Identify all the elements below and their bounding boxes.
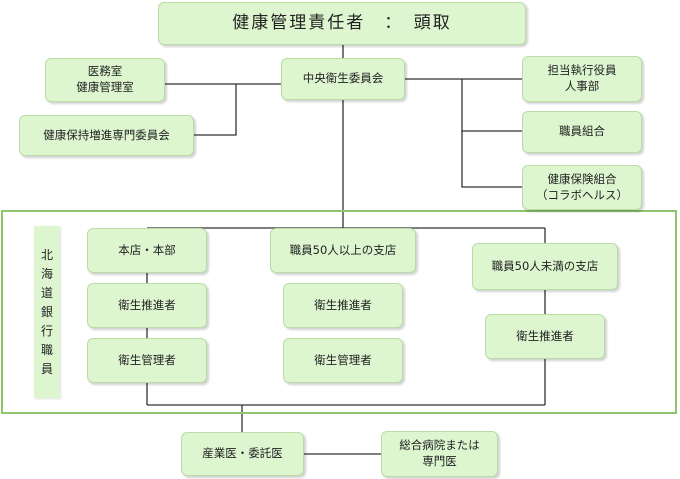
medical-office-box: 医務室 健康管理室 [45,58,165,102]
hq-manager-label: 衛生管理者 [118,352,176,367]
health-committee-box: 健康保持増進専門委員会 [19,115,194,156]
hq-manager-box: 衛生管理者 [87,338,207,383]
hr-box: 担当執行役員 人事部 [522,56,642,102]
small-branch-label: 職員50人未満の支店 [491,258,599,273]
large-manager-label: 衛生管理者 [314,352,372,367]
staff-label-char: 海 [40,266,53,281]
staff-label-char: 員 [40,361,53,376]
hq-label: 本店・本部 [118,242,176,257]
hospital-box: 総合病院または 専門医 [381,431,498,477]
insurance-label: 健康保険組合 （コラボヘルス） [536,171,628,202]
central-committee-label: 中央衛生委員会 [302,71,384,86]
staff-label-char: 行 [40,323,53,338]
staff-label-char: 道 [40,285,53,300]
union-box: 職員組合 [522,111,642,153]
staff-label-char: 銀 [40,304,53,319]
connector [461,79,522,132]
staff-label-char: 北 [40,247,53,262]
industrial-doctor-box: 産業医・委託医 [181,432,304,476]
health-manager-label: 健康管理責任者 ： 頭取 [232,13,452,34]
central-committee-box: 中央衛生委員会 [281,58,405,100]
hq-box: 本店・本部 [87,228,207,273]
connector [194,84,237,136]
union-label: 職員組合 [559,124,605,139]
medical-office-label: 医務室 健康管理室 [76,64,134,94]
connector [461,131,522,188]
large-manager-box: 衛生管理者 [283,338,403,383]
hq-promoter-box: 衛生推進者 [87,283,207,328]
insurance-box: 健康保険組合 （コラボヘルス） [522,165,642,210]
hq-promoter-label: 衛生推進者 [118,297,176,312]
health-manager-box: 健康管理責任者 ： 頭取 [158,2,526,45]
small-promoter-box: 衛生推進者 [485,314,605,359]
health-committee-label: 健康保持増進専門委員会 [43,127,170,142]
large-branch-box: 職員50人以上の支店 [270,228,416,273]
small-branch-box: 職員50人未満の支店 [472,243,618,290]
hr-label: 担当執行役員 人事部 [547,63,617,93]
large-promoter-box: 衛生推進者 [283,283,403,328]
staff-vertical-label: 北 海 道 銀 行 職 員 [34,226,60,398]
small-promoter-label: 衛生推進者 [516,328,574,343]
staff-label-char: 職 [40,342,53,357]
large-promoter-label: 衛生推進者 [314,297,372,312]
industrial-doctor-label: 産業医・委託医 [202,446,283,461]
large-branch-label: 職員50人以上の支店 [289,242,397,257]
hospital-label: 総合病院または 専門医 [399,438,480,468]
staff-region-frame [1,210,677,414]
